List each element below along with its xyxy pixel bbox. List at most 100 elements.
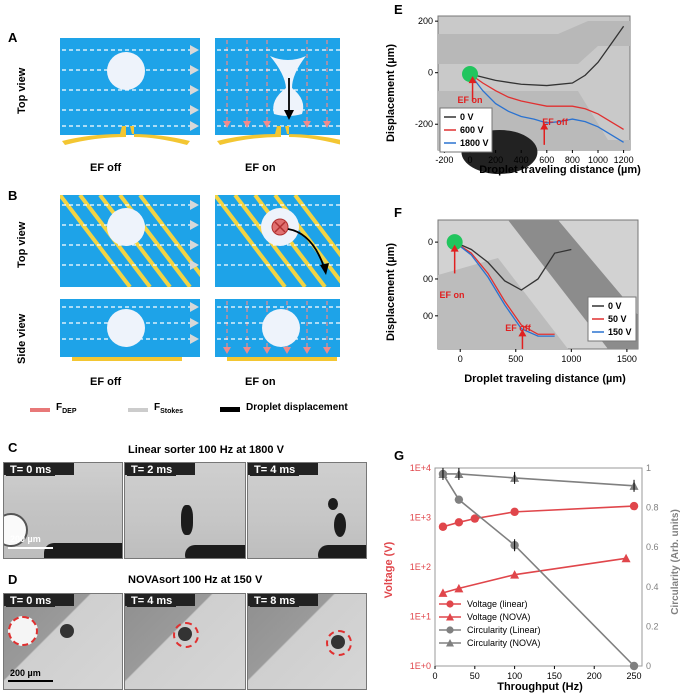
top-view-label-a: Top view [16, 67, 28, 114]
chart-g-legend-marker [446, 600, 454, 608]
chart-g-ytick-left-label: 1E+3 [410, 513, 431, 523]
chart-f-xtick-label: 1000 [561, 354, 581, 364]
photo-d-frame-2: T= 4 ms [124, 593, 246, 690]
chart-g-marker-circle [454, 518, 464, 527]
legend-label-fstokes: FStokes [154, 402, 184, 415]
scale-bar-label-c: 200 µm [10, 534, 41, 544]
frame-time-c-3: T= 4 ms [250, 464, 300, 476]
scale-bar-label-d: 200 µm [10, 668, 41, 678]
chart-g-series-line [442, 557, 627, 594]
chart-g-xtick-label: 0 [432, 671, 437, 681]
chart-f-series-line [454, 241, 555, 335]
chart-g-xtick-label: 100 [507, 671, 522, 681]
chart-g-marker-circle [629, 661, 639, 671]
chart-g-plot-area [434, 467, 643, 667]
chart-g-legend-marker [446, 639, 454, 647]
panel-label-f: F [394, 205, 402, 220]
chart-e-annot-off: EF off [542, 117, 568, 127]
chart-g-legend-marker [446, 626, 454, 634]
legend-swatch-fdep [30, 408, 50, 412]
chart-e-ytick-label: 200 [418, 16, 433, 26]
chart-g-ytick-right-label: 0.2 [646, 621, 659, 631]
chart-e-ylabel: Displacement (µm) [385, 44, 397, 142]
chart-g-marker-circle [510, 507, 519, 517]
chart-g-ylabel-right: Circularity (Arb. units) [670, 509, 681, 615]
chart-g-legend-label: Voltage (linear) [467, 599, 528, 609]
chart-f-legend-label: 0 V [608, 301, 622, 311]
chart-e-legend-label: 0 V [460, 112, 474, 122]
chart-e-xtick-label: -200 [435, 155, 453, 165]
chart-e-series-line [469, 73, 624, 143]
panel-label-e: E [394, 2, 403, 17]
chart-e-xtick-label: 600 [539, 155, 554, 165]
chart-f-arrowhead-on [450, 244, 459, 252]
chart-g-legend-label: Voltage (NOVA) [467, 612, 530, 622]
chart-g-marker-circle [454, 495, 464, 504]
chart-g-ytick-right-label: 0 [646, 661, 651, 671]
caption-b-ef-on: EF on [245, 376, 276, 388]
panel-label-g: G [394, 448, 405, 463]
panel-label-d: D [8, 572, 18, 587]
chart-g-marker-triangle [621, 553, 631, 563]
chart-g-xtick-label: 250 [627, 671, 642, 681]
chart-f-series-line [454, 241, 555, 337]
panel-c-title: Linear sorter 100 Hz at 1800 V [128, 444, 284, 456]
chart-g-ytick-right-label: 0.4 [646, 582, 659, 592]
chart-f-lower-channel [438, 258, 568, 349]
photo-c-frame-3: T= 4 ms [247, 462, 367, 559]
chart-g-series-line [442, 473, 635, 667]
chart-e-series-line [469, 25, 625, 87]
legend-swatch-displacement [220, 407, 240, 412]
chart-f-arrowhead-off [518, 329, 527, 337]
chart-g-ytick-left-label: 1E+4 [410, 463, 431, 473]
chart-e-xtick-label: 400 [514, 155, 529, 165]
chart-g-legend-label: Circularity (NOVA) [467, 638, 540, 648]
legend-swatch-fstokes [128, 408, 148, 412]
chart-f-annot-on: EF on [440, 290, 465, 300]
chart-g-ytick-right-label: 0.8 [646, 503, 659, 513]
photo-d-frame-1: 200 µm T= 0 ms [3, 593, 123, 690]
frame-time-d-3: T= 8 ms [250, 595, 300, 607]
chart-f-ytick-label: 00 [423, 311, 433, 321]
chart-g-marker-triangle [510, 570, 520, 579]
chart-f-legend-label: 150 V [608, 327, 632, 337]
photo-d-frame-3: T= 8 ms [247, 593, 367, 690]
chart-f-ytick-label: 00 [423, 274, 433, 284]
chart-g-ytick-right-label: 0.6 [646, 542, 659, 552]
chart-f-series-line [454, 241, 572, 291]
chart-g-xlabel: Throughput (Hz) [497, 681, 583, 693]
side-view-label-b: Side view [16, 313, 28, 364]
chart-g-marker-circle [438, 522, 448, 531]
chart-f-legend-label: 50 V [608, 314, 627, 324]
chart-e-ytick-label: 0 [428, 68, 433, 78]
top-view-label-b: Top view [16, 221, 28, 268]
chart-e-legend-label: 1800 V [460, 138, 489, 148]
chart-g-legend-label: Circularity (Linear) [467, 625, 541, 635]
chart-e-droplet-start [462, 65, 478, 82]
frame-time-d-2: T= 4 ms [127, 595, 177, 607]
chart-e-arrowhead-off [540, 122, 549, 130]
chart-f-ytick-label: 0 [428, 237, 433, 247]
caption-b-ef-off: EF off [90, 376, 122, 388]
chart-g-ytick-right-label: 1 [646, 463, 651, 473]
chart-f-annot-off: EF off [505, 323, 531, 333]
panel-label-b: B [8, 188, 18, 203]
caption-a-ef-off: EF off [90, 162, 122, 174]
chart-e-arrowhead-on [468, 76, 477, 84]
chart-g-marker-triangle [454, 583, 464, 593]
chart-g-xtick-label: 150 [547, 671, 562, 681]
chart-f-droplet-start [446, 234, 463, 251]
chart-e-xtick-label: 1200 [614, 155, 634, 165]
legend-label-fdep: FDEP [56, 402, 77, 415]
chart-g-series-line [442, 473, 635, 487]
chart-e-xtick-label: 200 [488, 155, 503, 165]
chart-f-xtick-label: 1500 [617, 354, 637, 364]
chart-g-marker-circle [629, 501, 639, 511]
chart-f-xtick-label: 500 [508, 354, 523, 364]
chart-f-xlabel: Droplet traveling distance (µm) [464, 373, 626, 385]
